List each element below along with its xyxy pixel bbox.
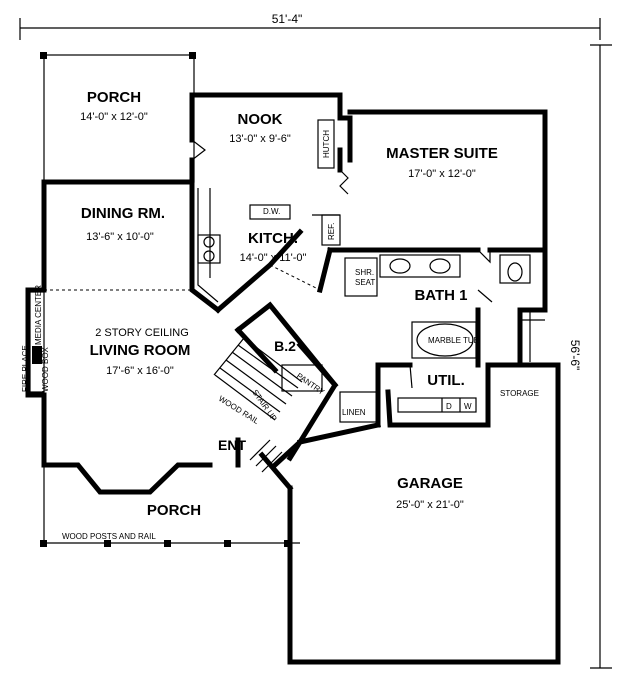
seat-label: SEAT (355, 278, 375, 287)
ref-label: REF. (327, 223, 336, 240)
nook-dims: 13'-0" x 9'-6" (229, 133, 291, 145)
porch-bottom-note: WOOD POSTS AND RAIL (62, 532, 156, 541)
walls (25, 92, 561, 665)
master-suite-name: MASTER SUITE (386, 145, 498, 162)
porch-top-name: PORCH (87, 89, 141, 106)
living-dims: 17'-6" x 16'-0" (106, 365, 174, 377)
dining-name: DINING RM. (81, 205, 165, 222)
porch-top-dims: 14'-0" x 12'-0" (80, 111, 148, 123)
kitchen-dims: 14'-0" x 11'-0" (240, 252, 307, 264)
media-center-label: MEDIA CENTER (34, 285, 43, 345)
bath2-name: B.2 (274, 338, 296, 354)
interior-details (29, 119, 545, 547)
fireplace-label: FIRE PLACE (21, 345, 30, 392)
bath1-name: BATH 1 (414, 287, 467, 304)
garage-dims: 25'-0" x 21'-0" (396, 499, 464, 511)
shr-label: SHR. (355, 268, 374, 277)
living-name: LIVING ROOM (90, 342, 191, 359)
entry-name: ENT (218, 437, 246, 453)
master-suite-dims: 17'-0" x 12'-0" (408, 168, 476, 180)
overall-width-label: 51'-4" (272, 12, 303, 26)
overall-depth-label: 56'-6" (568, 340, 582, 371)
porch-bottom-name: PORCH (147, 502, 201, 519)
living-note: 2 STORY CEILING (95, 327, 189, 339)
marble-tub-label: MARBLE TUB (428, 336, 479, 345)
util-name: UTIL. (427, 372, 465, 389)
washer-label: W (464, 402, 472, 411)
hutch-label: HUTCH (322, 130, 331, 158)
kitchen-name: KITCH. (248, 230, 298, 247)
linen-label: LINEN (342, 408, 366, 417)
dining-dims: 13'-6" x 10'-0" (86, 231, 154, 243)
garage-name: GARAGE (397, 475, 463, 492)
dryer-label: D (446, 402, 452, 411)
dw-label: D.W. (263, 207, 280, 216)
storage-label: STORAGE (500, 389, 539, 398)
wood-box-label: WOOD BOX (41, 346, 50, 392)
nook-name: NOOK (238, 111, 283, 128)
